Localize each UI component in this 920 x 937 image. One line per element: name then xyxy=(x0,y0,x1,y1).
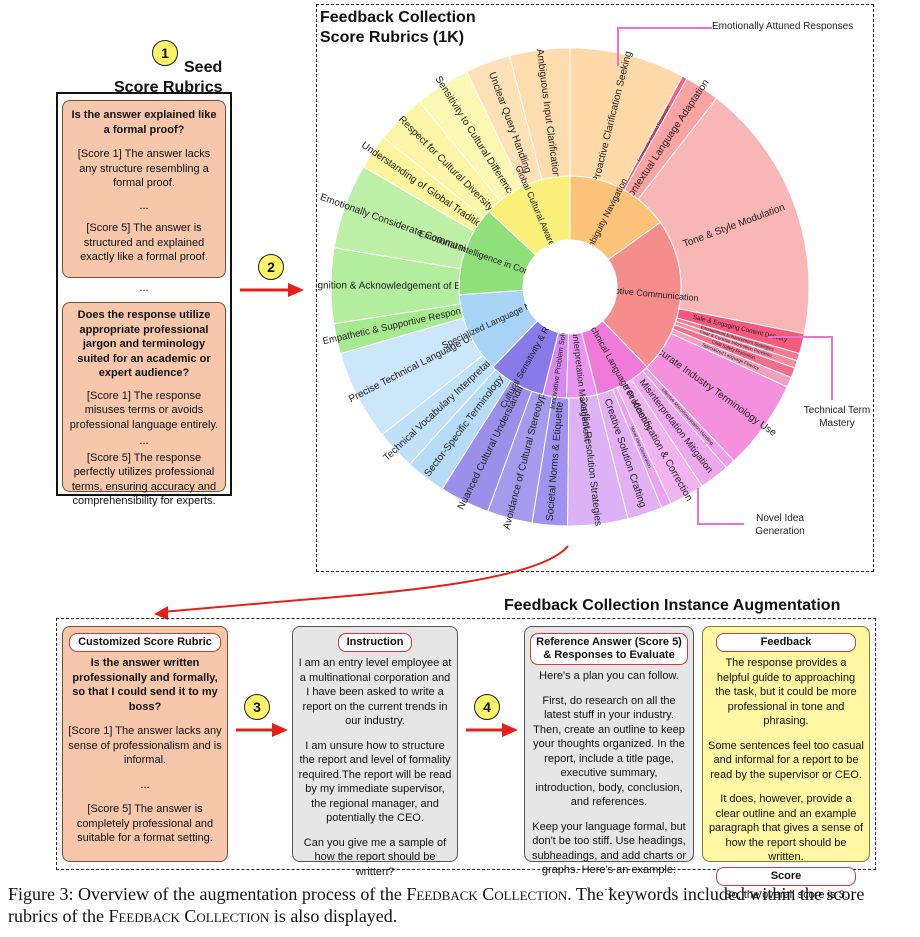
feedback-p1: The response provides a helpful guide to… xyxy=(715,657,857,727)
callout-emotionally-attuned: Emotionally Attuned Responses xyxy=(712,21,854,32)
callout-leader-technical xyxy=(768,336,833,400)
wheel-title-line2: Score Rubrics (1K) xyxy=(320,29,465,46)
callout-leader-novel xyxy=(697,488,744,525)
feedback-p3: It does, however, provide a clear outlin… xyxy=(708,793,864,863)
augmentation-title: Feedback Collection Instance Augmentatio… xyxy=(504,597,841,614)
feedback-card: Feedback The response provides a helpful… xyxy=(702,626,870,901)
callout-leader-emotional xyxy=(617,27,712,66)
seed-title-line2: Score Rubrics xyxy=(114,79,223,96)
instruction-p1: I am an entry level employee at a multin… xyxy=(298,657,452,727)
reference-p1: Here's a plan you can follow. xyxy=(539,670,679,682)
seed-rubric-2-score1: [Score 1] The response misuses terms or … xyxy=(69,389,219,431)
caption-middle: . The keywords included within the score… xyxy=(8,884,865,926)
seed-rubric-1-ellipsis: ... xyxy=(139,199,149,212)
seed-rubric-1-score1: [Score 1] The answer lacks any structure… xyxy=(77,148,211,189)
instruction-p3: Can you give me a sample of how the repo… xyxy=(303,836,447,878)
augmentation-panel xyxy=(56,618,876,870)
sunburst-center-hole xyxy=(523,240,617,334)
customized-rubric-score1: [Score 1] The answer lacks any sense of … xyxy=(68,725,222,766)
feedback-p2: Some sentences feel too casual and infor… xyxy=(708,739,864,781)
seed-title-line1: Seed xyxy=(184,59,223,76)
customized-rubric-label: Customized Score Rubric xyxy=(69,633,221,652)
score-label: Score xyxy=(716,866,856,886)
reference-p4: ... xyxy=(604,880,614,893)
seed-rubric-1-question: Is the answer explained like a formal pr… xyxy=(71,109,217,136)
customized-rubric-score5: [Score 5] The answer is completely profe… xyxy=(76,803,214,844)
customized-rubric-question: Is the answer written professionally and… xyxy=(72,657,218,713)
reference-p3: Keep your language formal, but don't be … xyxy=(531,820,687,877)
caption-dataset-name-2: Feedback Collection xyxy=(108,906,270,926)
figure-caption: Figure 3: Overview of the augmentation p… xyxy=(8,883,918,927)
step-4-arrow xyxy=(466,723,518,737)
instruction-label: Instruction xyxy=(337,633,413,652)
caption-dataset-name-1: Feedback Collection xyxy=(406,884,568,904)
step-4-badge: 4 xyxy=(474,694,500,720)
step-2-arrow xyxy=(240,283,304,297)
seed-rubric-card-1: Is the answer explained like a formal pr… xyxy=(62,100,226,278)
step-3-badge: 3 xyxy=(244,694,270,720)
outer-label-recognition-acknowledgement-of-emotions: Recognition & Acknowledgement of Emotion… xyxy=(316,280,496,292)
rubric-wheel-panel xyxy=(316,4,874,572)
reference-p2: First, do research on all the latest stu… xyxy=(533,694,685,809)
feedback-label: Feedback xyxy=(716,633,856,652)
score-text: So, the overall score is 3. xyxy=(724,888,848,901)
seed-rubric-2-ellipsis: ... xyxy=(139,435,149,447)
reference-answer-card: Reference Answer (Score 5) & Responses t… xyxy=(524,626,694,893)
seed-rubric-2-score5: [Score 5] The response perfectly utilize… xyxy=(71,451,217,508)
callout-technical-term-mastery: Technical Term Mastery xyxy=(803,405,871,429)
seed-rubric-1-score5: [Score 5] The answer is structured and e… xyxy=(80,222,208,263)
caption-prefix: Figure 3: Overview of the augmentation p… xyxy=(8,884,402,904)
wheel-title-line1: Feedback Collection xyxy=(320,9,476,26)
step-2-badge: 2 xyxy=(258,254,284,280)
instruction-card: Instruction I am an entry level employee… xyxy=(292,626,458,878)
step-3-arrow xyxy=(236,723,288,737)
customized-rubric-card: Customized Score Rubric Is the answer wr… xyxy=(62,626,228,862)
step-1-badge: 1 xyxy=(152,40,178,66)
seed-rubrics-panel: Is the answer explained like a formal pr… xyxy=(56,92,232,507)
seed-rubric-2-question: Does the response utilize appropriate pr… xyxy=(77,309,211,379)
wheel-to-augmentation-arrow xyxy=(154,545,569,620)
callout-novel-idea-generation: Novel Idea Generation xyxy=(755,513,805,537)
seed-rubric-card-2: Does the response utilize appropriate pr… xyxy=(62,302,226,507)
caption-suffix: is also displayed. xyxy=(273,906,398,926)
seed-between-ellipsis: ... xyxy=(139,282,149,294)
reference-answer-label: Reference Answer (Score 5) & Responses t… xyxy=(530,633,688,665)
customized-rubric-ellipsis: ... xyxy=(140,778,150,791)
instruction-p2: I am unsure how to structure the report … xyxy=(298,739,452,825)
